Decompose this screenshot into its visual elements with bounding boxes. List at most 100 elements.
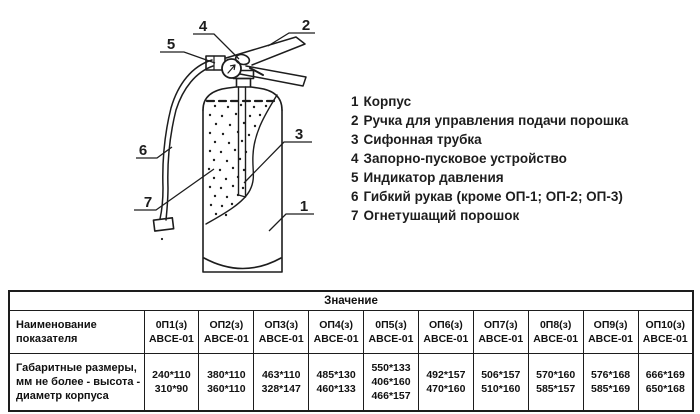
value-6-1: 492*157 <box>426 369 466 381</box>
row-label-1: Габаритные размеры, мм не более - высота … <box>8 353 145 412</box>
col-header-8: 0П8(з) ABCE-01 <box>527 310 584 354</box>
col-header-4: ОП4(з) ABCE-01 <box>308 310 365 354</box>
col-grade-9: ABCE-01 <box>588 333 634 345</box>
value-7-2: 510*160 <box>481 383 521 395</box>
legend-item-2: 2 Ручка для управления подачи порошка <box>351 111 628 130</box>
value-10-1: 666*169 <box>645 369 685 381</box>
part-label-2: 2 <box>302 17 310 34</box>
lower-lever <box>239 65 307 87</box>
legend-label-3: Сифонная трубка <box>363 132 482 147</box>
value-4-1: 485*130 <box>316 369 356 381</box>
value-8-2: 585*157 <box>536 383 576 395</box>
value-2-1: 380*110 <box>207 369 246 381</box>
body-shoulder <box>202 86 283 111</box>
extinguisher-diagram: 4 2 5 3 1 6 7 <box>134 17 315 273</box>
legend-label-7: Огнетушащий порошок <box>363 208 520 223</box>
col-header-1: 0П1(з) ABCE-01 <box>143 310 200 354</box>
col-model-4: ОП4(з) <box>319 318 353 331</box>
gauge-needle <box>227 64 236 74</box>
upper-lever <box>225 36 306 66</box>
col-header-7: ОП7(з) ABCE-01 <box>472 310 529 354</box>
body-outline <box>202 109 283 273</box>
col-grade-7: ABCE-01 <box>478 333 524 345</box>
leader-4 <box>193 33 240 60</box>
lever-pivot <box>234 53 251 66</box>
powder-boundary-curve <box>205 94 278 225</box>
col-header-10: ОП10(з) ABCE-01 <box>637 310 694 354</box>
legend-num-4: 4 <box>351 151 359 166</box>
col-header-5: 0П5(з)ABCE-01 <box>363 310 419 354</box>
part-label-6: 6 <box>139 142 147 159</box>
valve-collar <box>235 77 252 88</box>
col-model-8: 0П8(з) <box>539 318 572 331</box>
col-header-9: ОП9(з) ABCE-01 <box>582 310 639 354</box>
col-model-1: 0П1(з) <box>155 318 188 331</box>
col-model-6: ОП6(з) <box>429 318 463 331</box>
legend-label-2: Ручка для управления подачи порошка <box>363 113 629 128</box>
part-label-7: 7 <box>144 194 152 211</box>
value-5-1: 550*133 <box>371 362 411 374</box>
part-label-3: 3 <box>295 126 303 143</box>
row-value-header: Значение <box>8 290 694 311</box>
value-3-1: 463*110 <box>261 369 301 381</box>
legend-num-3: 3 <box>351 132 359 147</box>
legend-item-3: 3 Сифонная трубка <box>351 130 628 149</box>
col-grade-6: ABCE-01 <box>423 333 469 345</box>
hose-nozzle <box>152 217 175 232</box>
leader-2 <box>267 32 315 47</box>
value-6-2: 470*160 <box>426 383 466 395</box>
data-cell-7: 506*157 510*160 <box>472 353 529 412</box>
value-7-1: 506*157 <box>481 369 521 381</box>
col-grade-10: ABCE-01 <box>642 333 688 345</box>
leader-5 <box>160 51 216 64</box>
col-model-2: ОП2(з) <box>209 318 244 331</box>
value-3-2: 328*147 <box>261 383 301 395</box>
part-label-5: 5 <box>167 36 175 53</box>
data-cell-10: 666*169 650*168 <box>637 353 694 412</box>
leader-1 <box>268 213 314 232</box>
value-1-2: 310*90 <box>154 383 189 395</box>
legend-num-5: 5 <box>351 170 359 185</box>
col-model-10: ОП10(з) <box>645 318 686 331</box>
value-5-3: 466*157 <box>371 390 411 402</box>
value-2-2: 360*110 <box>207 383 246 395</box>
part-label-1: 1 <box>300 198 308 215</box>
col-grade-4: ABCE-01 <box>313 333 359 345</box>
table-value-header: Значение <box>8 290 694 311</box>
col-grade-1: ABCE-01 <box>148 333 194 345</box>
data-cell-2: 380*110 360*110 <box>198 353 255 412</box>
col-grade-8: ABCE-01 <box>533 333 579 345</box>
legend: 1 Корпус 2 Ручка для управления подачи поро… <box>351 92 628 225</box>
legend-num-2: 2 <box>351 113 359 128</box>
value-4-2: 460*133 <box>316 383 356 395</box>
data-cell-4: 485*130 460*133 <box>308 353 365 412</box>
col-model-7: ОП7(з) <box>483 318 518 331</box>
leader-6 <box>136 146 173 159</box>
data-cell-1: 240*110 310*90 <box>143 353 200 412</box>
row-label-line-2: мм не более - высота - <box>16 376 141 388</box>
legend-label-6: Гибкий рукав (кроме ОП-1; ОП-2; ОП-3) <box>363 189 623 204</box>
legend-label-1: Корпус <box>363 94 412 109</box>
row-data-1: Габаритные размеры, мм не более - высота … <box>8 353 694 412</box>
legend-num-1: 1 <box>351 94 359 109</box>
col-header-3: ОП3(з)ABCE-01 <box>253 310 310 354</box>
legend-item-1: 1 Корпус <box>351 92 628 111</box>
value-1-1: 240*110 <box>152 369 191 381</box>
row-label-line-1: Габаритные размеры, <box>16 362 137 374</box>
col-model-9: ОП9(з) <box>593 318 628 331</box>
value-10-2: 650*168 <box>645 383 685 395</box>
name-header-line-1: Наименование <box>16 318 97 331</box>
col-header-2: ОП2(з)ABCE-01 <box>198 310 255 354</box>
col-grade-3: ABCE-01 <box>258 333 304 345</box>
